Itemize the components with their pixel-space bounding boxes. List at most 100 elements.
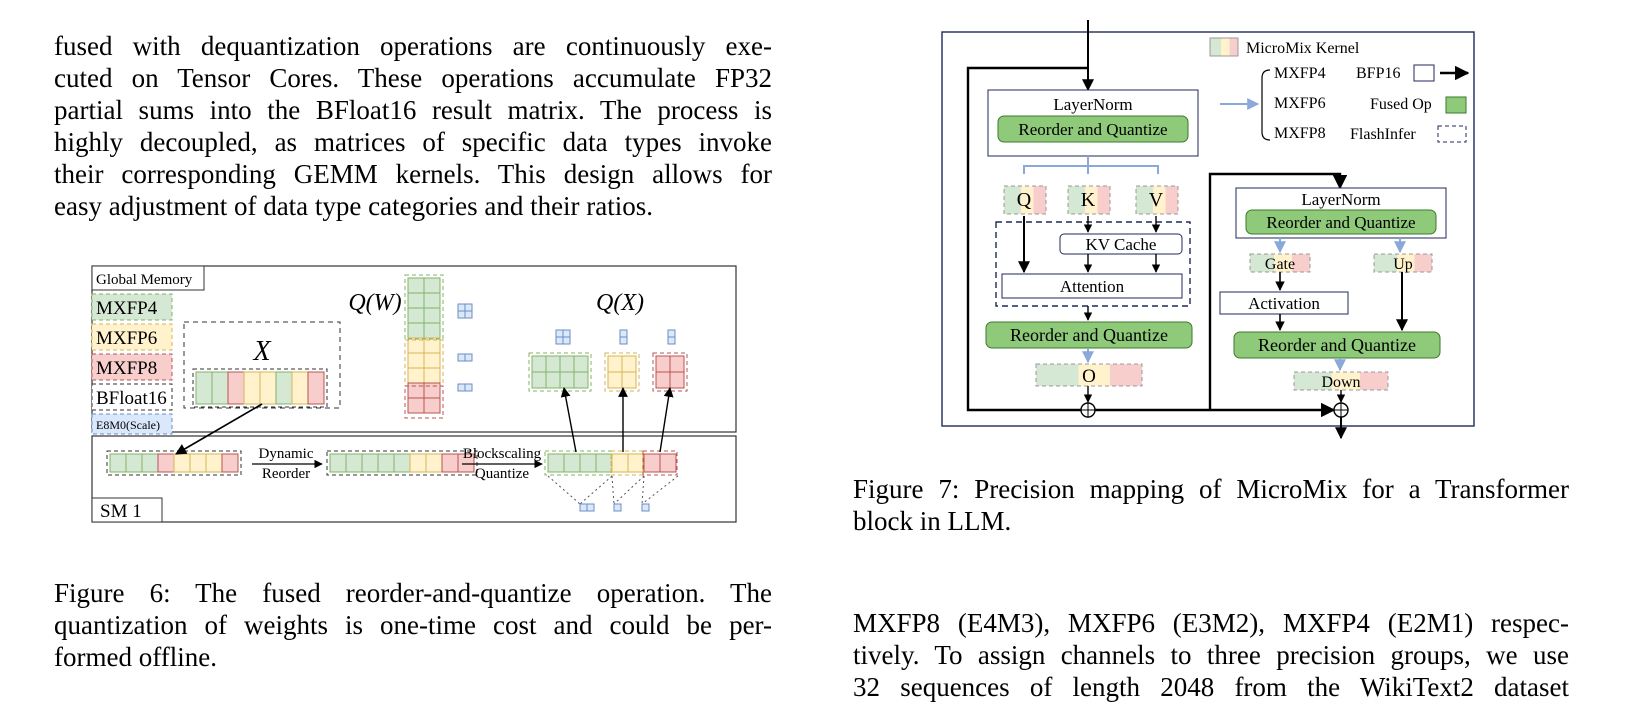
qw-cell — [407, 322, 425, 339]
qx-scale-cell — [667, 329, 676, 338]
fan-line — [641, 475, 645, 505]
qx-cell — [607, 371, 623, 389]
attention: Attention — [1060, 277, 1125, 296]
qx-group-outline — [528, 352, 592, 392]
sm-rows — [106, 450, 678, 476]
sm-row1-cell-outline — [106, 450, 242, 476]
left-paragraph-line: easy adjustment of data type categories … — [54, 191, 654, 221]
sm-row2-cell — [409, 453, 427, 473]
attn-layernorm: LayerNorm — [1053, 95, 1132, 114]
qx-cell — [655, 355, 671, 373]
down-box — [1293, 371, 1389, 391]
sm-row1-cell — [173, 453, 191, 473]
qw-cell — [423, 352, 441, 369]
kv-cache-box — [1059, 233, 1183, 255]
qw-scale-icons — [457, 303, 473, 392]
fan-line — [579, 475, 613, 505]
sm-row1-cell — [141, 453, 159, 473]
sm-row3-cell — [659, 453, 677, 473]
up-label: Up — [1393, 256, 1413, 273]
scale-cell — [457, 303, 466, 312]
qx-label: Q(X) — [596, 290, 644, 316]
left-paragraph: fused with dequantization operations are… — [54, 30, 772, 222]
sm-label: SM 1 — [100, 501, 142, 522]
scale-cell — [464, 303, 473, 312]
qx-groups — [528, 329, 688, 392]
reorder-label: Reorder — [262, 466, 310, 482]
qx-scale-cell — [555, 336, 564, 345]
sm-row1-cell — [109, 453, 127, 473]
sm-scale-cell — [613, 503, 622, 512]
x-cell — [291, 371, 309, 405]
legend-mxfp4: MXFP4 — [96, 298, 158, 319]
x-cell — [307, 371, 325, 405]
mlp-reorder2-label: Reorder and Quantize — [1258, 335, 1416, 355]
qx-cell — [621, 355, 637, 373]
legend-bfloat16-swatch — [91, 383, 173, 411]
mlp-reorder-quantize-2 — [1233, 331, 1441, 359]
qw-cell — [423, 322, 441, 339]
x-cell — [243, 371, 261, 405]
qw-group-outline — [404, 274, 444, 340]
sm-row3-cell — [563, 453, 581, 473]
sm-row2-cell — [457, 453, 475, 473]
load-arrow — [175, 403, 263, 455]
activation-box — [1219, 291, 1349, 315]
attn-reorder-label: Reorder and Quantize — [1018, 120, 1167, 139]
sm-row1-cell — [221, 453, 239, 473]
legend-mxfp6: MXFP6 — [1274, 95, 1326, 112]
kv-cache: KV Cache — [1086, 235, 1157, 254]
global-memory-label-box — [91, 265, 205, 291]
qw-cell — [423, 307, 441, 324]
left-paragraph-line: partial sums into the BFloat16 result ma… — [54, 95, 772, 125]
sm-row1-cell — [189, 453, 207, 473]
qx-cell — [621, 371, 637, 389]
legend-kernel-swatch — [1209, 37, 1239, 57]
qw-cell — [423, 397, 441, 414]
scale-cell — [464, 383, 473, 392]
sm-row2-cell — [329, 453, 347, 473]
legend-mxfp8-swatch — [91, 353, 173, 381]
activation: Activation — [1248, 294, 1320, 313]
flashinfer-region — [995, 221, 1191, 307]
qx-cell — [559, 355, 575, 373]
legend-mxfp8: MXFP8 — [1274, 125, 1326, 142]
figure-6-diagram: Global Memory MXFP4 MXFP6 MXFP8 BFloat16… — [91, 265, 737, 523]
x-cell — [211, 371, 229, 405]
qx-cell — [531, 355, 547, 373]
qx-scale-cell — [619, 336, 628, 345]
legend-kernel: MicroMix Kernel — [1246, 40, 1360, 57]
left-paragraph-line: cuted on Tensor Cores. These operations … — [54, 63, 772, 93]
qx-cell — [573, 371, 589, 389]
scale-cell — [464, 353, 473, 362]
dynamic-label: Dynamic — [259, 446, 314, 462]
qw-cell — [423, 382, 441, 399]
qw-cell — [407, 382, 425, 399]
x-label: X — [252, 336, 271, 367]
qx-arrow-3 — [659, 387, 674, 453]
sm-row1-cell — [157, 453, 175, 473]
q-label: Q — [1017, 189, 1032, 211]
sm-row2-cell — [377, 453, 395, 473]
legend-bfloat16: BFloat16 — [96, 388, 167, 409]
sm-row2-cell — [425, 453, 443, 473]
qx-scale-cell — [619, 329, 628, 338]
scale-cell — [457, 310, 466, 319]
down-label: Down — [1321, 374, 1360, 391]
legend-bfp16: BFP16 — [1356, 65, 1400, 82]
qx-cell — [655, 371, 671, 389]
right-paragraph: MXFP8 (E4M3), MXFP6 (E3M2), MXFP4 (E2M1)… — [853, 607, 1569, 703]
sm-row2-cell-outline — [326, 450, 478, 476]
figure-7-caption-line: block in LLM. — [853, 506, 1012, 536]
blockscaling-label: Blockscaling — [463, 446, 542, 462]
left-paragraph-line: fused with dequantization operations are… — [54, 31, 772, 61]
x-cell — [227, 371, 245, 405]
qx-scale-cell — [555, 329, 564, 338]
legend-mxfp6-swatch — [91, 323, 173, 351]
gate-label: Gate — [1265, 256, 1295, 273]
scale-cell — [457, 353, 466, 362]
qx-cell — [545, 355, 561, 373]
qkv-fan — [1023, 156, 1159, 174]
fan-line — [547, 475, 581, 505]
fan-line — [641, 475, 679, 505]
